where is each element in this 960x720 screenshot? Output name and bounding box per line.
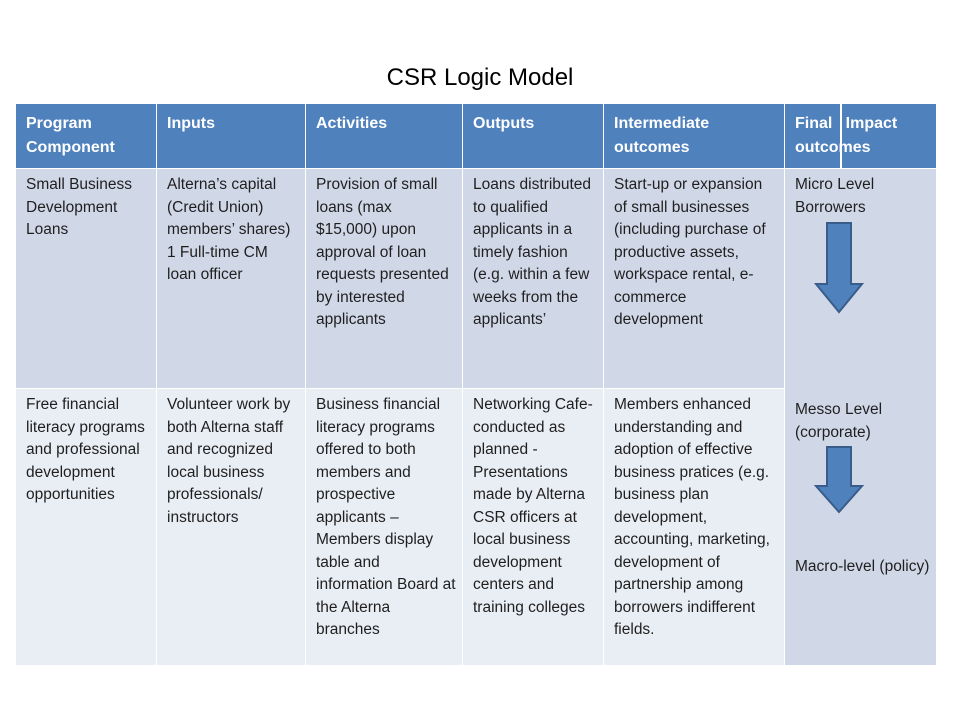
- header-intermediate-outcomes: Intermediate outcomes: [603, 103, 785, 169]
- logic-model-table: Program Component Inputs Activities Outp…: [15, 103, 937, 666]
- table-header-row: Program Component Inputs Activities Outp…: [15, 103, 937, 169]
- cell-inputs: Alterna’s capital (Credit Union) members…: [156, 168, 306, 389]
- header-activities: Activities: [305, 103, 463, 169]
- final-level-micro: Micro Level Borrowers: [795, 176, 875, 216]
- table-row: Small Business Development Loans Alterna…: [15, 168, 937, 666]
- text-cursor-mark: [840, 104, 842, 168]
- down-arrow-icon: [814, 446, 864, 514]
- cell-inputs: Volunteer work by both Alterna staff and…: [156, 388, 306, 666]
- header-outputs: Outputs: [462, 103, 604, 169]
- table-row: Free financial literacy programs and pro…: [15, 388, 937, 666]
- header-final-impact-outcomes: Final Impact outcomes: [784, 103, 937, 169]
- header-inputs: Inputs: [156, 103, 306, 169]
- down-arrow-icon: [814, 222, 864, 314]
- cell-program-component: Small Business Development Loans: [15, 168, 157, 389]
- cell-program-component: Free financial literacy programs and pro…: [15, 388, 157, 666]
- final-level-macro: Macro-level (policy): [795, 558, 930, 575]
- cell-intermediate-outcomes: Members enhanced understanding and adopt…: [603, 388, 785, 666]
- cell-outputs: Networking Cafe-conducted as planned -Pr…: [462, 388, 604, 666]
- cell-final-impact-outcomes: Micro Level Borrowers Messo Level (corpo…: [784, 168, 937, 666]
- header-program-component: Program Component: [15, 103, 157, 169]
- final-level-messo: Messo Level (corporate): [795, 401, 883, 441]
- cell-activities: Business financial literacy programs off…: [305, 388, 463, 666]
- cell-intermediate-outcomes: Start-up or expansion of small businesse…: [603, 168, 785, 389]
- cell-activities: Provision of small loans (max $15,000) u…: [305, 168, 463, 389]
- page-title: CSR Logic Model: [386, 64, 574, 91]
- cell-outputs: Loans distributed to qualified applicant…: [462, 168, 604, 389]
